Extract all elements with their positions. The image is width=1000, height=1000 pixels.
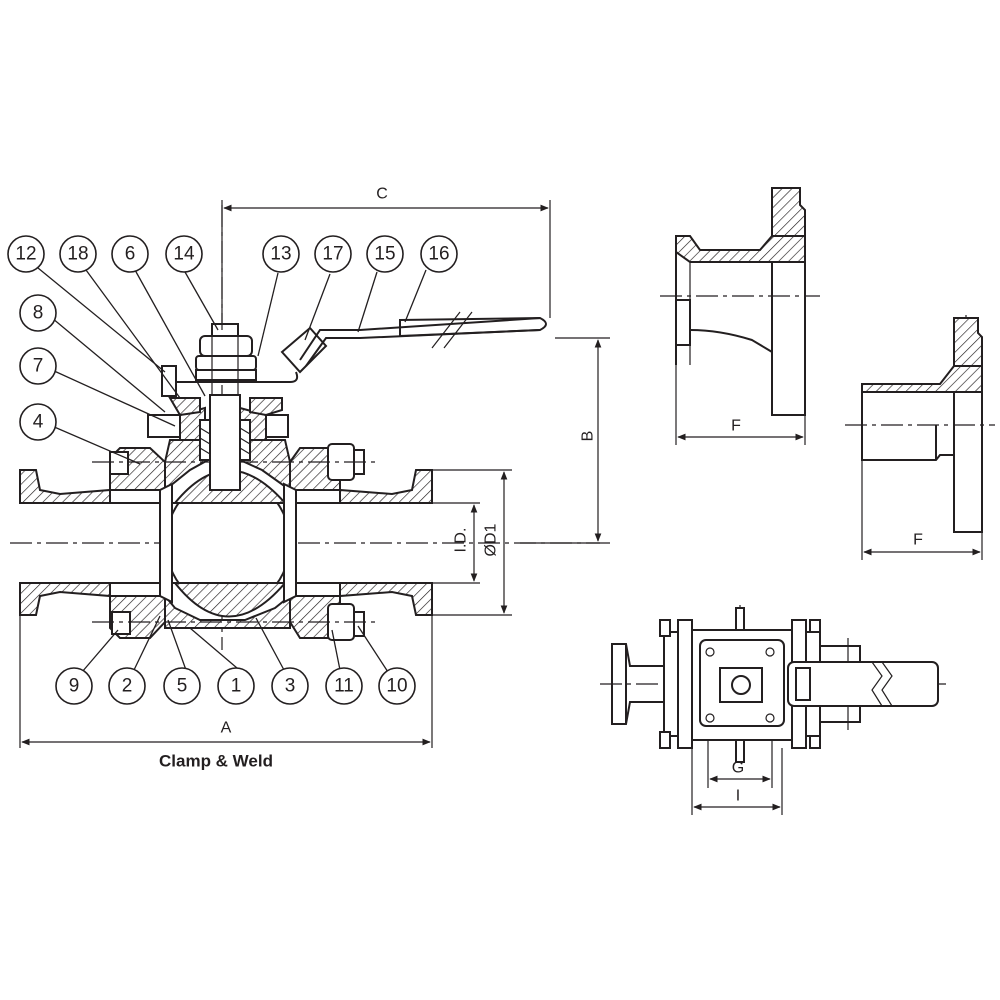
dimension-f-clamp-label: F [731,418,741,435]
dimension-c-label: C [376,186,388,203]
balloon-12: 12 [7,235,45,273]
balloon-6: 6 [111,235,149,273]
balloon-16: 16 [420,235,458,273]
balloon-11: 11 [325,667,363,705]
balloon-3: 3 [271,667,309,705]
balloon-14: 14 [165,235,203,273]
callouts-top: 12 18 6 14 13 17 15 16 8 7 4 [7,235,458,465]
dimension-d1-label: ØD1 [483,523,500,556]
svg-text:2: 2 [122,676,133,697]
svg-text:18: 18 [67,244,88,265]
dimension-f-weld-label: F [913,532,923,549]
svg-text:7: 7 [33,356,44,377]
balloon-4: 4 [19,403,57,441]
svg-text:9: 9 [69,676,80,697]
svg-text:3: 3 [285,676,296,697]
balloon-8: 8 [19,294,57,332]
top-view: G I [600,605,950,815]
dimension-b-label: B [580,431,597,442]
balloon-10: 10 [378,667,416,705]
dimension-i-label: I [736,788,740,805]
balloon-2: 2 [108,667,146,705]
svg-text:6: 6 [125,244,136,265]
svg-text:14: 14 [173,244,195,265]
svg-text:11: 11 [334,676,354,697]
main-dimensions: C B I.D. ØD1 A Clamp & Weld [19,186,610,771]
svg-text:1: 1 [231,676,242,697]
main-section-view [10,205,600,650]
dimension-id-label: I.D. [453,528,470,553]
balloon-17: 17 [314,235,352,273]
drawing-caption: Clamp & Weld [159,752,273,771]
balloon-13: 13 [262,235,300,273]
svg-text:8: 8 [33,303,44,324]
weld-end-detail: F [845,315,995,560]
balloon-15: 15 [366,235,404,273]
callouts-bottom: 9 2 5 1 3 11 10 [55,615,416,705]
balloon-9: 9 [55,667,93,705]
balloon-18: 18 [59,235,97,273]
svg-text:17: 17 [322,244,343,265]
svg-text:12: 12 [15,244,36,265]
svg-text:13: 13 [270,244,291,265]
clamp-end-detail: F [660,187,820,445]
dimension-g-label: G [732,760,744,777]
dimension-a-label: A [221,720,232,737]
svg-text:10: 10 [386,676,407,697]
balloon-1: 1 [217,667,255,705]
svg-text:16: 16 [428,244,449,265]
svg-text:15: 15 [374,244,395,265]
balloon-7: 7 [19,347,57,385]
svg-text:4: 4 [33,412,44,433]
balloon-5: 5 [163,667,201,705]
svg-text:5: 5 [177,676,188,697]
